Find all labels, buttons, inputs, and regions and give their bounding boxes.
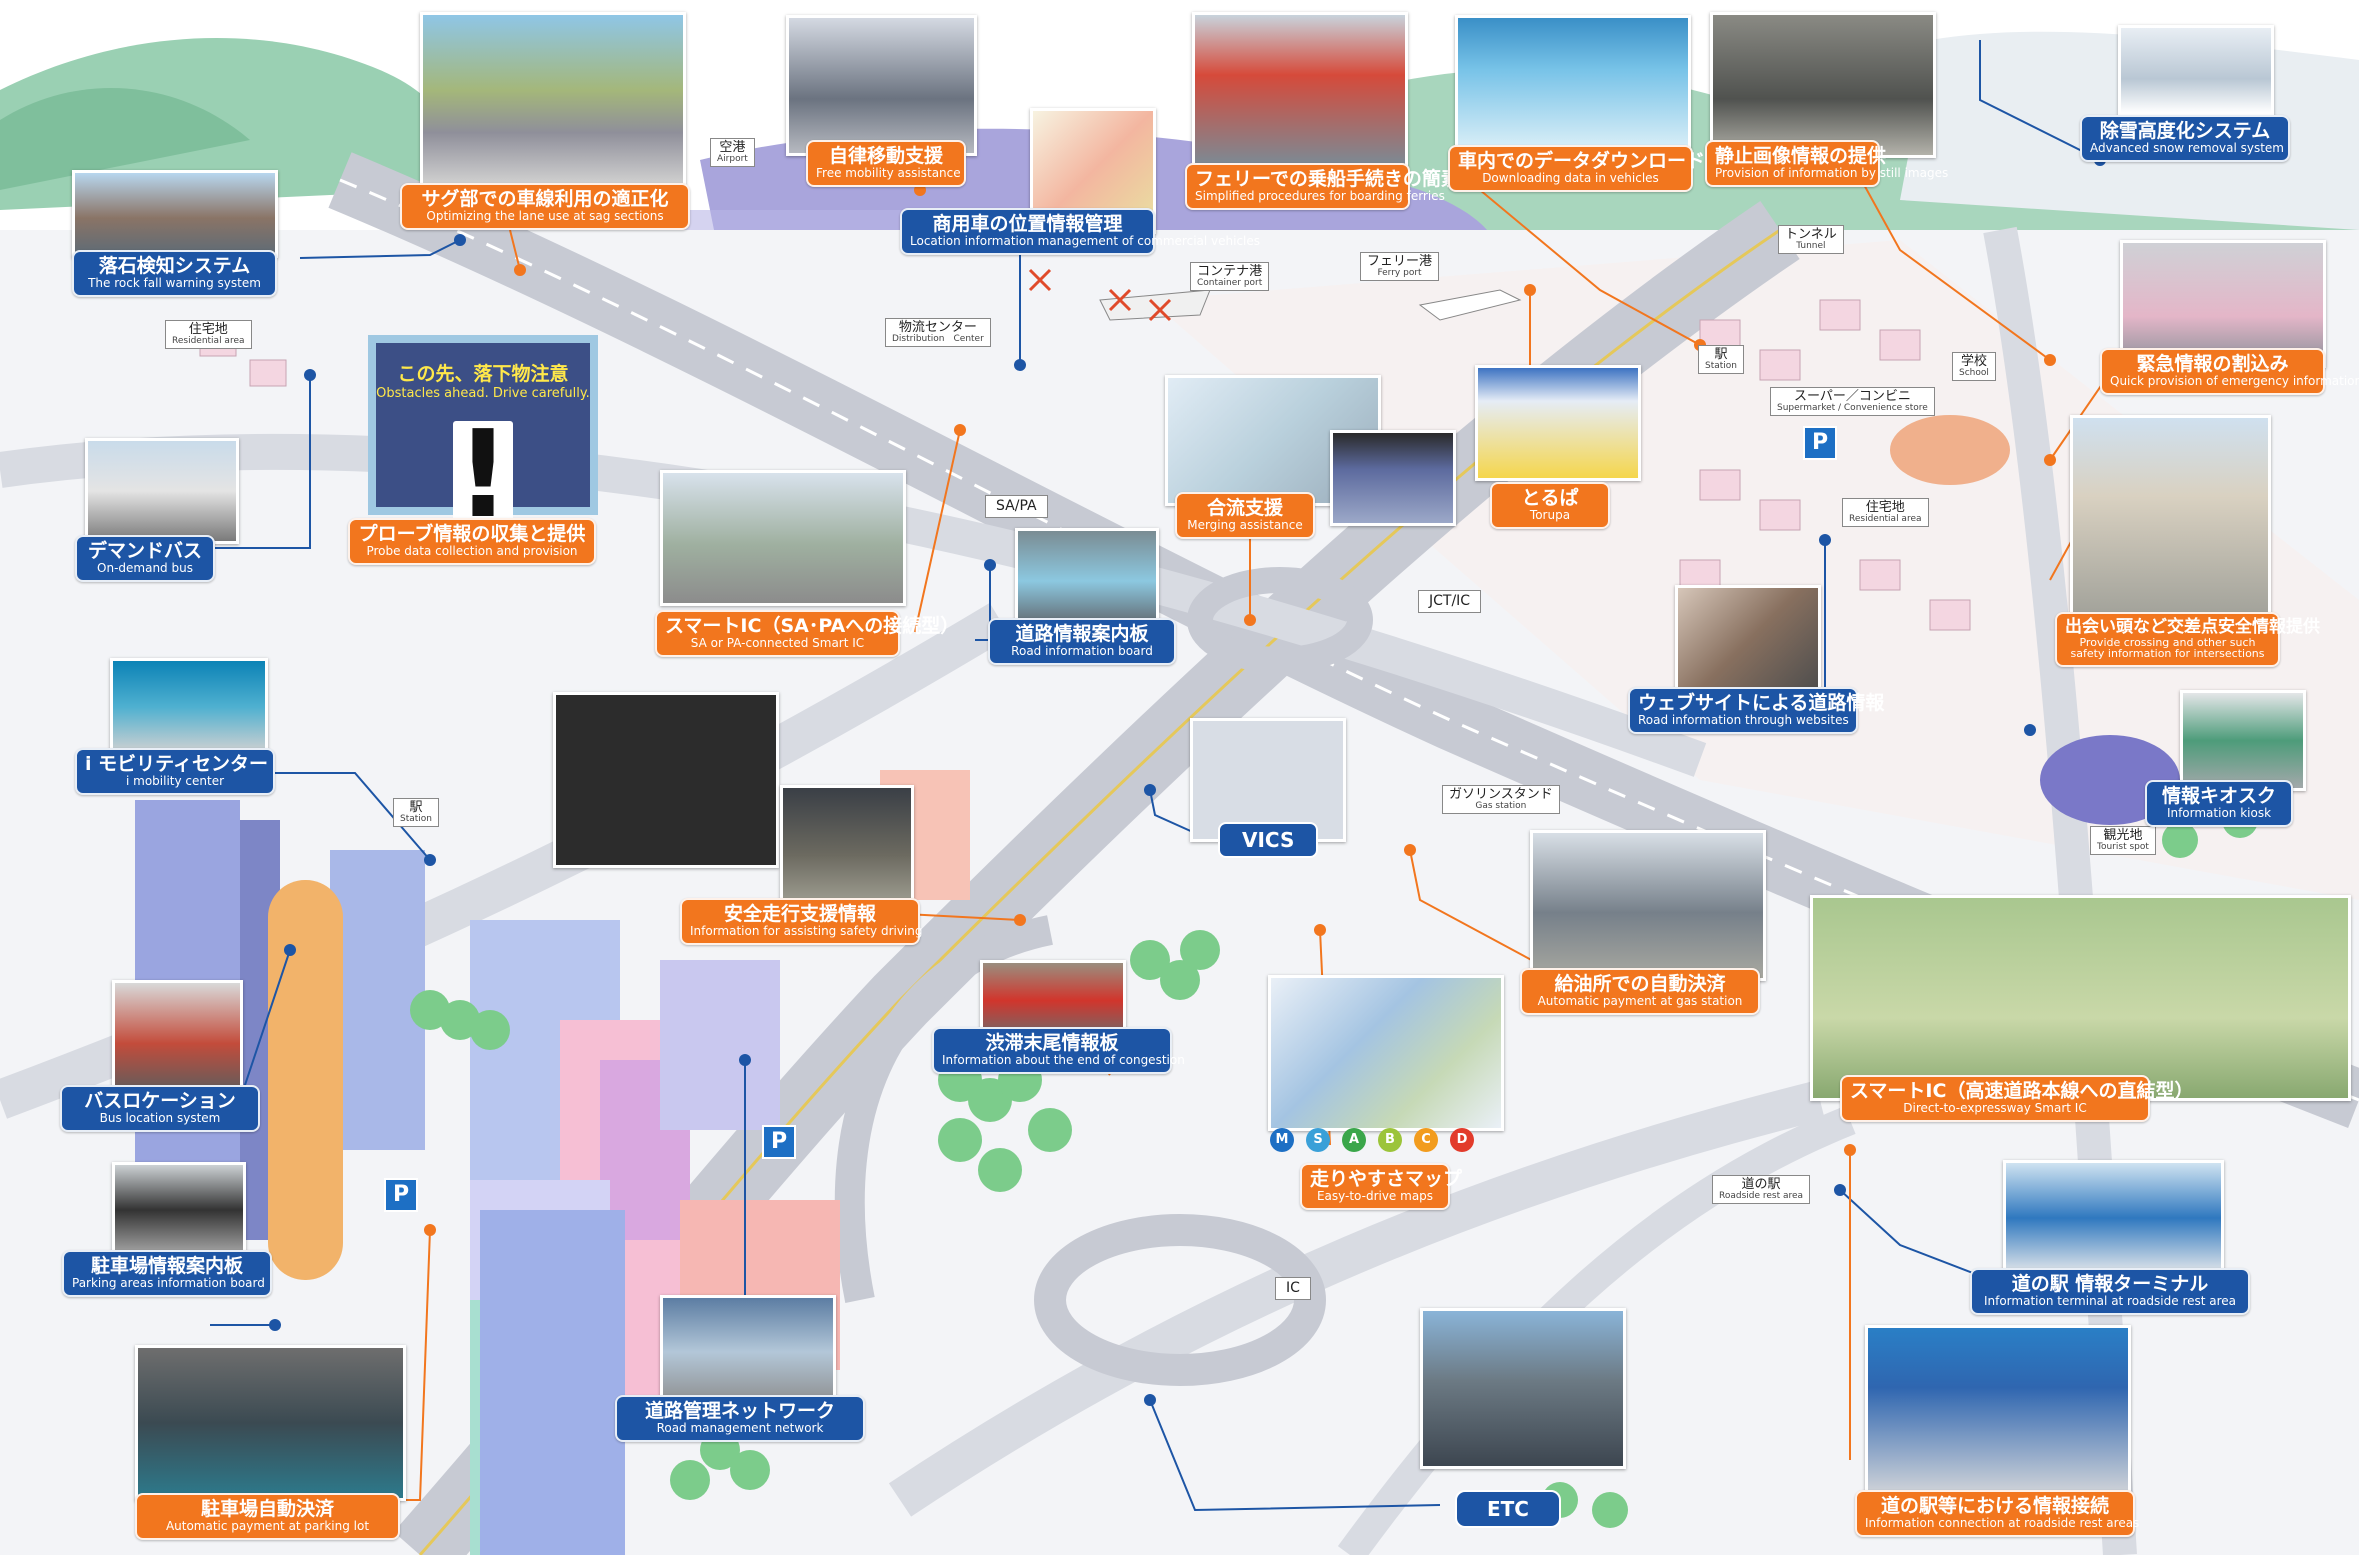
- photo-bus-location: [112, 980, 243, 1096]
- place-jct-ic: JCT/IC: [1418, 590, 1482, 613]
- photo-demand-bus: [85, 438, 239, 544]
- photo-parking-board: [112, 1162, 246, 1258]
- rank-badge-m: M: [1270, 1128, 1294, 1152]
- label-smart-ic-sapa: スマートIC（SA･PAへの接続型）SA or PA-connected Sma…: [655, 610, 959, 657]
- photo-parking-payment: [135, 1345, 406, 1501]
- photo-easy-map: [1268, 975, 1504, 1131]
- parking-icon: P: [1803, 426, 1837, 460]
- photo-roadside-connection: [1865, 1325, 2131, 1501]
- rank-badge-b: B: [1378, 1128, 1402, 1152]
- road-lower: [888, 1080, 1825, 1517]
- photo-gas-station: [1530, 830, 1766, 981]
- photo-ferry: [1192, 12, 1408, 168]
- cranes: [1028, 268, 1172, 322]
- photo-rockfall: [72, 170, 278, 258]
- photo-download: [1455, 15, 1691, 151]
- photo-website: [1675, 585, 1821, 696]
- photo-safety-screen: [553, 692, 779, 868]
- photo-road-network: [660, 1295, 836, 1409]
- photo-sag-section: [420, 12, 686, 186]
- place-sapa: SA/PA: [985, 495, 1048, 518]
- rank-badge-a: A: [1342, 1128, 1366, 1152]
- photo-roadside-terminal: [2003, 1160, 2224, 1276]
- photo-smart-ic-direct: [1810, 895, 2351, 1101]
- place-ic: IC: [1275, 1277, 1311, 1300]
- parking-icon: P: [762, 1125, 796, 1159]
- photo-emergency: [2120, 240, 2326, 368]
- photo-kiosk: [2180, 690, 2306, 791]
- interchange-loop: [1034, 1214, 1326, 1386]
- sign-line2: Obstacles ahead. Drive carefully.: [376, 386, 590, 401]
- photo-airport-mobility: [786, 15, 977, 156]
- photo-smart-ic-sapa: [660, 470, 906, 606]
- photo-merging-screen: [1330, 430, 1456, 526]
- rank-badge-d: D: [1450, 1128, 1474, 1152]
- photo-still-images: [1710, 12, 1936, 158]
- label-etc: ETC: [1455, 1490, 1561, 1528]
- ferry-ship: [1418, 289, 1522, 321]
- photo-safety-car: [780, 785, 914, 903]
- photo-crossing: [2070, 415, 2271, 616]
- rank-badge-s: S: [1306, 1128, 1330, 1152]
- exclamation-icon: !: [453, 416, 513, 536]
- rank-badge-c: C: [1414, 1128, 1438, 1152]
- parking-icon: P: [384, 1178, 418, 1212]
- sign-line1: この先、落下物注意: [397, 363, 569, 385]
- tower-orange: [268, 880, 343, 1280]
- photo-etc: [1420, 1308, 1626, 1469]
- photo-torupa: [1475, 365, 1641, 481]
- photo-road-board: [1015, 528, 1159, 634]
- obstacle-warning-sign: この先、落下物注意 Obstacles ahead. Drive careful…: [368, 335, 598, 536]
- photo-i-mobility: [110, 658, 268, 756]
- label-vics: VICS: [1218, 822, 1319, 858]
- photo-snow: [2118, 25, 2274, 116]
- label-smart-ic-direct: スマートIC（高速道路本線への直結型）Direct-to-expressway …: [1840, 1075, 2193, 1122]
